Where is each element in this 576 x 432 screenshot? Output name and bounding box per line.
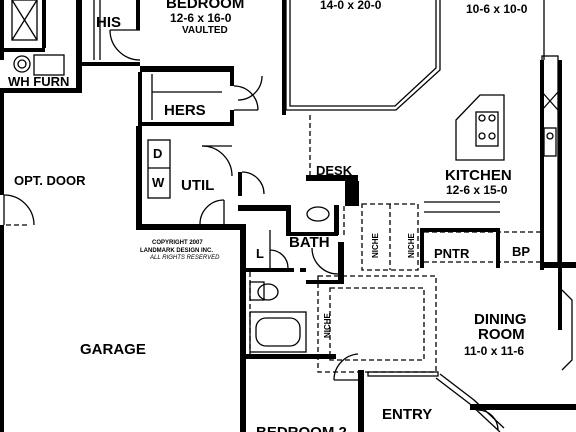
bedroom2-label: BEDROOM 2 [256,424,347,432]
hers-closet-label: HERS [164,102,206,119]
garage-label: GARAGE [80,341,146,358]
copyright-line-3: ALL RIGHTS RESERVED [149,255,220,261]
top-right-room-dims: 10-6 x 10-0 [466,2,528,16]
bp-label: BP [512,244,530,259]
his-closet-label: HIS [96,14,121,31]
kitchen-dims: 12-6 x 15-0 [446,183,508,197]
pantry-label: PNTR [434,246,470,261]
great-room-dims: 14-0 x 20-0 [320,0,382,12]
linen-label: L [256,246,264,261]
dryer-label: D [153,146,162,161]
niche-label-1: NICHE [371,232,380,258]
bath-label: BATH [289,234,330,251]
dining-name-1: DINING [474,311,527,328]
dining-dims: 11-0 x 11-6 [464,344,524,358]
niche-label-3: NICHE [323,312,332,338]
copyright-line-1: COPYRIGHT 2007 [152,240,203,246]
desk-label: DESK [316,163,353,178]
master-bedroom-dims: 12-6 x 16-0 [170,11,232,25]
thin-lines [3,0,573,432]
master-bedroom-name: BEDROOM [166,0,244,12]
washer-label: W [152,175,165,190]
dashed-lines [6,115,540,373]
opt-door-label: OPT. DOOR [14,173,86,188]
copyright-line-2: LANDMARK DESIGN INC. [140,248,213,254]
dining-name-2: ROOM [478,326,525,343]
wh-furn-label: WH FURN [8,74,69,89]
master-bedroom-note: VAULTED [182,25,228,36]
kitchen-name: KITCHEN [445,167,512,184]
util-label: UTIL [181,177,214,194]
entry-label: ENTRY [382,406,432,423]
niche-label-2: NICHE [407,232,416,258]
